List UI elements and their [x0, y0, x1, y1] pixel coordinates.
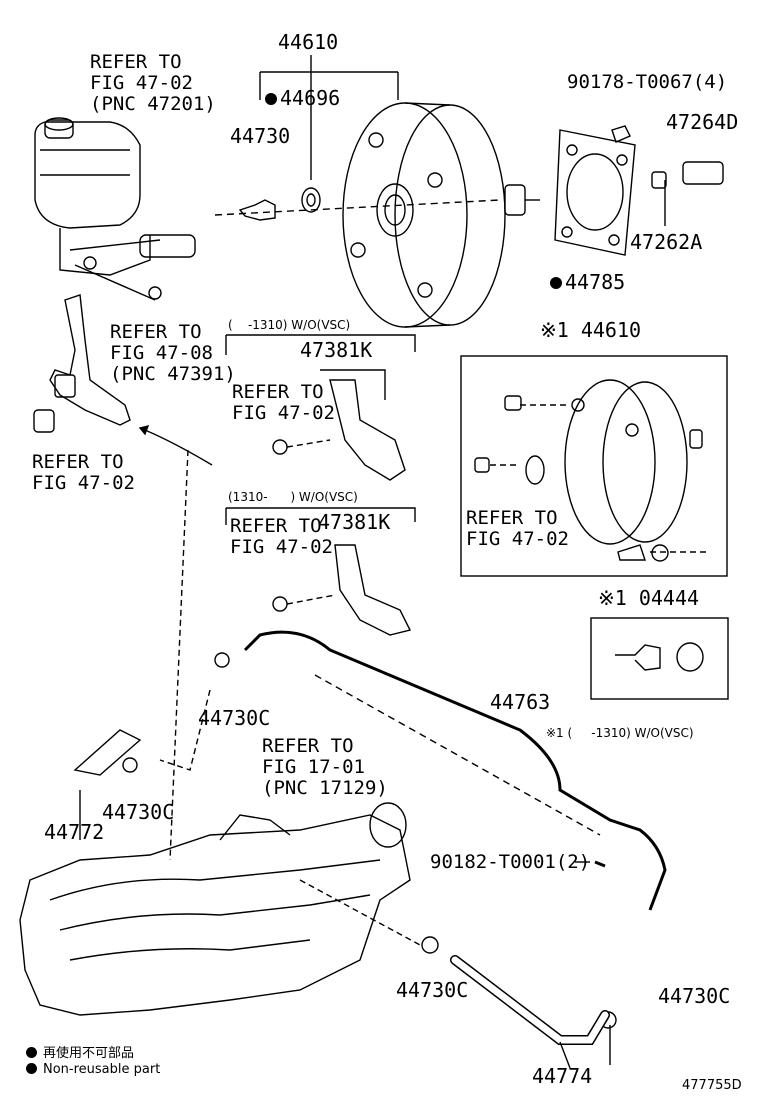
hose-44774 — [450, 955, 610, 1045]
refer-fig-47-02-left[interactable]: REFER TO FIG 47-02 — [32, 451, 135, 494]
condition-label-2: (1310- ) W/O(VSC) — [228, 490, 358, 504]
kit-box — [590, 617, 729, 700]
part-04444[interactable]: ※1 04444 — [598, 586, 700, 610]
part-47381k-a[interactable]: 47381K — [300, 338, 373, 362]
refer-fig-47-08[interactable]: REFER TO FIG 47-08 (PNC 47391) — [110, 321, 236, 385]
part-90182[interactable]: 90182-T0001(2) — [430, 851, 591, 873]
intake-manifold-drawing — [19, 802, 421, 1016]
bracket-47381k-b — [334, 544, 412, 636]
figure-id: 477755D — [682, 1078, 742, 1093]
part-44696[interactable]: 44696 — [265, 88, 340, 109]
part-44763[interactable]: 44763 — [490, 690, 551, 714]
variant-box — [460, 355, 728, 577]
part-44730c-1[interactable]: 44730C — [198, 706, 271, 730]
refer-fig-17-01[interactable]: REFER TO FIG 17-01 (PNC 17129) — [262, 735, 388, 799]
part-44610-variant[interactable]: ※1 44610 — [540, 318, 642, 342]
part-44730c-2[interactable]: 44730C — [102, 800, 175, 824]
part-90178[interactable]: 90178-T0067(4) — [567, 71, 728, 93]
brake-booster-drawing — [342, 102, 540, 328]
part-47262a[interactable]: 47262A — [630, 230, 703, 254]
vacuum-hose — [243, 630, 667, 911]
part-44730c-3[interactable]: 44730C — [396, 978, 469, 1002]
part-44730c-4[interactable]: 44730C — [658, 984, 731, 1008]
curve-arrow — [139, 427, 213, 466]
part-47264d[interactable]: 47264D — [666, 110, 739, 134]
part-44610[interactable]: 44610 — [278, 30, 339, 54]
condition-label-1: ( -1310) W/O(VSC) — [228, 318, 351, 332]
hose-44772 — [73, 729, 142, 776]
part-44730[interactable]: 44730 — [230, 124, 291, 148]
bracket-drawing — [33, 294, 131, 433]
part-44772[interactable]: 44772 — [44, 820, 105, 844]
refer-fig-47-02-a[interactable]: REFER TO FIG 47-02 — [232, 381, 335, 424]
part-44774[interactable]: 44774 — [532, 1064, 593, 1088]
master-cylinder-drawing — [34, 117, 196, 301]
part-47381k-b[interactable]: 47381K — [318, 510, 391, 534]
refer-fig-47-02-top[interactable]: REFER TO FIG 47-02 (PNC 47201) — [90, 51, 216, 115]
part-44785[interactable]: 44785 — [550, 272, 625, 293]
refer-fig-47-02-box[interactable]: REFER TO FIG 47-02 — [466, 507, 569, 550]
refer-fig-47-02-b[interactable]: REFER TO FIG 47-02 — [230, 515, 333, 558]
note-x1: ※1 ( -1310) W/O(VSC) — [546, 726, 694, 740]
legend-en: Non-reusable part — [26, 1062, 160, 1077]
bullet-icon — [26, 1063, 37, 1074]
bracket-47381k-a — [329, 379, 406, 481]
bullet-icon — [26, 1047, 37, 1058]
legend-jp: 再使用不可部品 — [26, 1042, 134, 1061]
